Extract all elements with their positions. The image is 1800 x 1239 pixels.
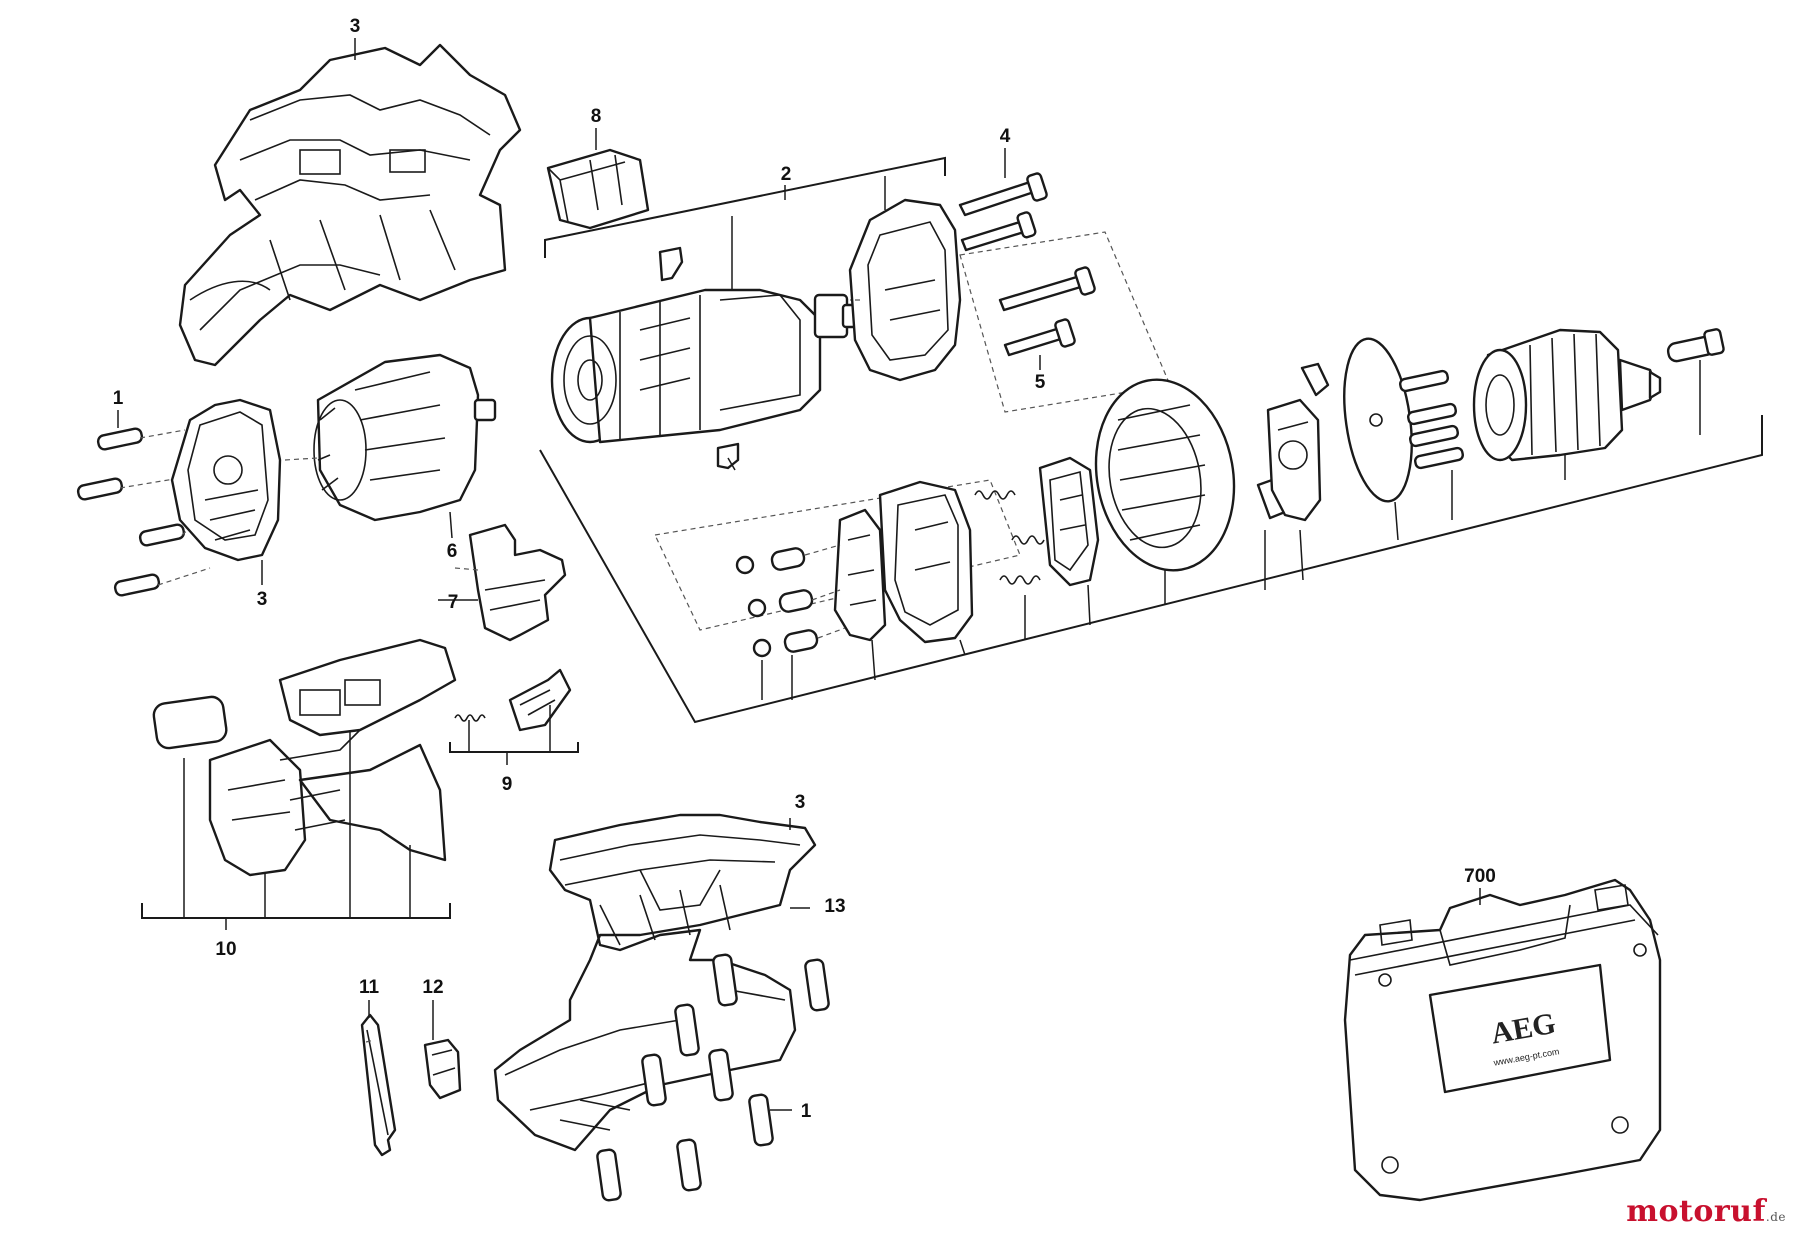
label-gearbox: 6 — [447, 541, 458, 562]
switch-lever-part — [454, 523, 567, 642]
motor-part — [550, 288, 860, 444]
short-screws-part — [1003, 318, 1076, 357]
watermark-suffix-text: .de — [1765, 1210, 1786, 1224]
label-bit: 11 — [359, 977, 380, 998]
label-motor-cover: 3 — [257, 589, 268, 610]
label-housing-top: 3 — [350, 16, 361, 37]
planet-carrier-part — [804, 508, 887, 642]
clip-upper — [1300, 362, 1330, 397]
long-screws-part — [958, 172, 1096, 312]
bit-part — [360, 1013, 397, 1157]
label-motor-unit: 2 — [781, 164, 792, 185]
switch-assembly-part — [152, 638, 457, 877]
label-bit-holder: 12 — [422, 977, 443, 998]
carry-case-part — [1343, 878, 1662, 1202]
label-short-screws: 5 — [1035, 372, 1046, 393]
motor-clip-bottom — [716, 442, 740, 470]
label-switch-lever: 7 — [448, 592, 459, 613]
housing-top-part — [178, 43, 522, 367]
ring-gear-part — [878, 480, 974, 644]
pins-balls-part — [735, 547, 819, 658]
adjusting-ring-part — [1094, 378, 1236, 572]
clutch-disc-part — [1038, 456, 1100, 587]
left-screws-part — [76, 427, 211, 597]
motor-clip-top — [658, 246, 684, 282]
gear-holder-part — [546, 148, 650, 230]
motor-cover-part — [170, 398, 282, 562]
label-housing-half: 3 — [795, 792, 806, 813]
label-left-screws: 1 — [113, 388, 124, 409]
bit-holder-part — [423, 1038, 462, 1100]
switch-assembly-bracket — [141, 903, 451, 919]
chuck-assembly-frame — [539, 415, 1763, 724]
chuck-screw-part — [1666, 328, 1725, 363]
chuck-screws-part — [1399, 369, 1464, 470]
pin-dash-box — [654, 479, 1021, 631]
bottom-screws-part — [596, 953, 830, 1202]
spring-clip-part — [454, 668, 572, 732]
housing-bottom-part — [493, 813, 817, 1152]
label-bottom-screws: 1 — [801, 1101, 812, 1122]
springs-part — [974, 490, 1045, 585]
label-long-screws: 4 — [1000, 126, 1011, 147]
drill-chuck-part — [1472, 328, 1662, 462]
watermark-main-text: motoruf — [1626, 1194, 1766, 1229]
watermark-logo: motoruf.de — [1626, 1194, 1786, 1229]
motor-unit-bracket — [544, 156, 946, 258]
label-housing-bottom: 13 — [824, 896, 845, 917]
label-gear-holder: 8 — [591, 106, 602, 127]
spring-clip-bracket — [449, 742, 579, 753]
gearbox-part — [284, 353, 497, 522]
gear-housing-ring — [848, 198, 962, 382]
spindle-lock-part — [1266, 398, 1322, 522]
label-switch-assembly: 10 — [215, 939, 236, 960]
label-carry-case: 700 — [1464, 866, 1496, 887]
label-spring-clip: 9 — [502, 774, 513, 795]
screw-dash-box — [959, 231, 1171, 413]
